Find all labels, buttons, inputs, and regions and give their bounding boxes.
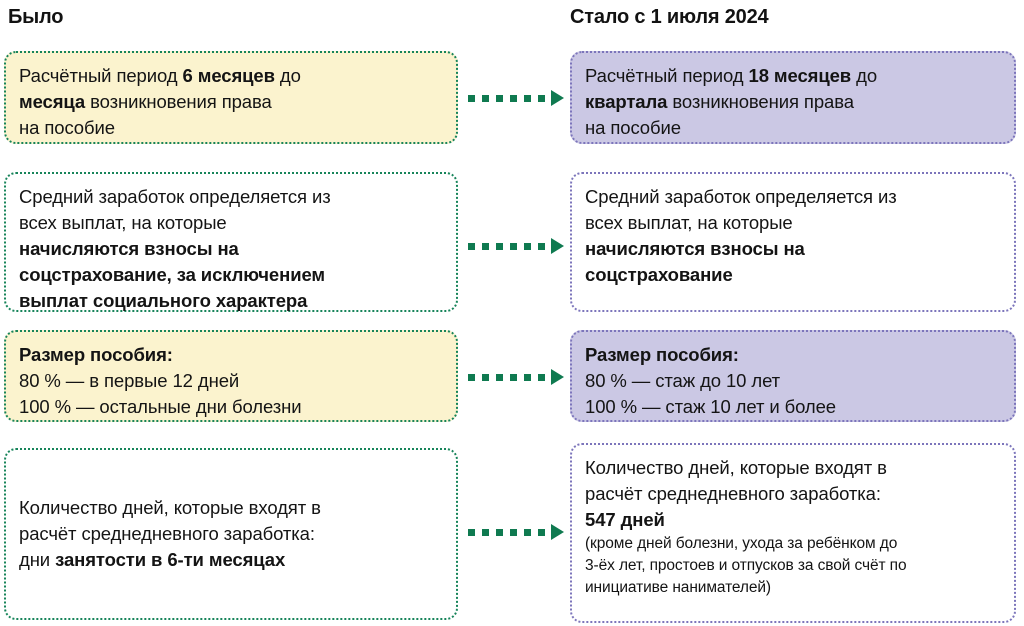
card-after-days-count: Количество дней, которые входят в расчёт … (570, 443, 1016, 623)
emphasis-text: занятости в 6-ти месяцах (55, 549, 286, 570)
plain-text: возникновения права (85, 91, 272, 112)
connector-arrow-row-1 (468, 90, 564, 106)
emphasis-text: 6 месяцев (182, 65, 275, 86)
card-line: Размер пособия: (19, 342, 444, 368)
card-line: квартала возникновения права (585, 89, 1002, 115)
arrow-dashes (468, 94, 550, 102)
arrow-head-icon (551, 90, 564, 106)
emphasis-text: 18 месяцев (748, 65, 852, 86)
arrow-head-icon (551, 238, 564, 254)
plain-text: расчёт среднедневного заработка: (585, 483, 881, 504)
plain-text: Количество дней, которые входят в (585, 457, 887, 478)
plain-text: 100 % — остальные дни болезни (19, 396, 302, 417)
plain-text: всех выплат, на которые (19, 212, 227, 233)
card-note-line: инициативе нанимателей) (585, 579, 771, 596)
connector-arrow-row-2 (468, 238, 564, 254)
plain-text: дни (19, 549, 56, 570)
card-after-benefit-amount: Размер пособия: 80 % — стаж до 10 лет 100 … (570, 330, 1016, 422)
card-line: Размер пособия: (585, 342, 1002, 368)
card-line: Количество дней, которые входят в (585, 455, 1002, 481)
card-before-benefit-amount: Размер пособия: 80 % — в первые 12 дней 10… (4, 330, 458, 422)
emphasis-text: выплат социального характера (19, 290, 308, 311)
emphasis-text: начисляются взносы на (19, 238, 239, 259)
plain-text: Средний заработок определяется из (585, 186, 897, 207)
emphasis-text: месяца (19, 91, 86, 112)
emphasis-text: соцстрахование, за исключением (19, 264, 325, 285)
emphasis-text: Размер пособия: (19, 344, 173, 365)
card-note-line: (кроме дней болезни, ухода за ребёнком д… (585, 535, 898, 552)
card-line: Средний заработок определяется из (585, 184, 1002, 210)
card-line: Количество дней, которые входят в (19, 495, 444, 521)
card-line: на пособие (19, 115, 444, 141)
plain-text: Средний заработок определяется из (19, 186, 331, 207)
emphasis-text: Размер пособия: (585, 344, 739, 365)
emphasis-text: квартала (585, 91, 668, 112)
plain-text: до (851, 65, 878, 86)
arrow-head-icon (551, 369, 564, 385)
card-line: начисляются взносы на (19, 236, 444, 262)
arrow-head-icon (551, 524, 564, 540)
card-before-average-earnings: Средний заработок определяется из всех вы… (4, 172, 458, 312)
plain-text: на пособие (585, 117, 681, 138)
plain-text: до (274, 65, 301, 86)
emphasis-text: соцстрахование (585, 264, 733, 285)
plain-text: возникновения права (667, 91, 854, 112)
plain-text: расчёт среднедневного заработка: (19, 523, 315, 544)
card-line: 547 дней (585, 507, 1002, 533)
card-line: на пособие (585, 115, 1002, 141)
column-header-before: Было (8, 6, 64, 28)
card-line: всех выплат, на которые (19, 210, 444, 236)
plain-text: 80 % — стаж до 10 лет (585, 370, 781, 391)
card-line: Средний заработок определяется из (19, 184, 444, 210)
card-line: соцстрахование, за исключением (19, 262, 444, 288)
card-line: расчёт среднедневного заработка: (19, 521, 444, 547)
card-line: 100 % — остальные дни болезни (19, 394, 444, 420)
card-line: Расчётный период 6 месяцев до (19, 63, 444, 89)
arrow-dashes (468, 373, 550, 381)
plain-text: Расчётный период (585, 65, 749, 86)
card-note: (кроме дней болезни, ухода за ребёнком д… (585, 533, 1002, 599)
column-header-after: Стало с 1 июля 2024 (570, 6, 769, 28)
card-line: дни занятости в 6-ти месяцах (19, 547, 444, 573)
plain-text: Количество дней, которые входят в (19, 497, 321, 518)
arrow-dashes (468, 528, 550, 536)
card-line: месяца возникновения права (19, 89, 444, 115)
emphasis-text: 547 дней (585, 509, 665, 530)
card-before-days-count: Количество дней, которые входят в расчёт … (4, 448, 458, 620)
card-line: соцстрахование (585, 262, 1002, 288)
card-line: 80 % — стаж до 10 лет (585, 368, 1002, 394)
card-line: Расчётный период 18 месяцев до (585, 63, 1002, 89)
card-line: выплат социального характера (19, 288, 444, 314)
card-after-average-earnings: Средний заработок определяется из всех вы… (570, 172, 1016, 312)
connector-arrow-row-4 (468, 524, 564, 540)
emphasis-text: начисляются взносы на (585, 238, 805, 259)
plain-text: Расчётный период (19, 65, 183, 86)
plain-text: на пособие (19, 117, 115, 138)
card-line: всех выплат, на которые (585, 210, 1002, 236)
card-line: расчёт среднедневного заработка: (585, 481, 1002, 507)
card-line: 100 % — стаж 10 лет и более (585, 394, 1002, 420)
arrow-dashes (468, 242, 550, 250)
card-line: начисляются взносы на (585, 236, 1002, 262)
plain-text: всех выплат, на которые (585, 212, 793, 233)
plain-text: 100 % — стаж 10 лет и более (585, 396, 836, 417)
card-note-line: 3-ёх лет, простоев и отпусков за свой сч… (585, 557, 907, 574)
card-line: 80 % — в первые 12 дней (19, 368, 444, 394)
plain-text: 80 % — в первые 12 дней (19, 370, 240, 391)
connector-arrow-row-3 (468, 369, 564, 385)
